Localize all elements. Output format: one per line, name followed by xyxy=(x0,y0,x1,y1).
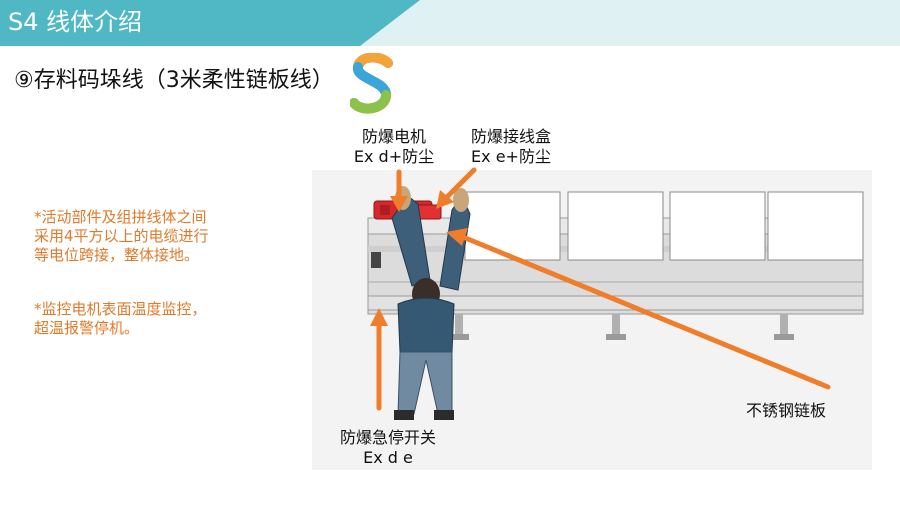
callout-motor: 防爆电机 Ex d+防尘 xyxy=(339,127,449,167)
worker-figure xyxy=(391,186,471,420)
note-line: *监控电机表面温度监控， xyxy=(34,300,207,318)
callout-junction-box: 防爆接线盒 Ex e+防尘 xyxy=(456,127,566,167)
carton-box xyxy=(767,191,864,261)
callout-rating: Ex e+防尘 xyxy=(471,147,551,166)
note-equipotential: *活动部件及组拼线体之间 采用4平方以上的电缆进行 等电位跨接，整体接地。 xyxy=(34,208,274,265)
note-line: 等电位跨接，整体接地。 xyxy=(34,246,200,264)
slide-subtitle: ⑨存料码垛线（3米柔性链板线） xyxy=(14,68,334,93)
callout-rating: Ex d e xyxy=(363,448,413,467)
callout-emergency-stop: 防爆急停开关 Ex d e xyxy=(328,428,448,468)
carton-box xyxy=(669,191,766,261)
note-temperature: *监控电机表面温度监控， 超温报警停机。 xyxy=(34,300,274,338)
callout-chain-plate: 不锈钢链板 xyxy=(746,401,876,421)
carton-box xyxy=(464,191,561,261)
rainbow-s-logo-icon xyxy=(350,53,393,114)
note-line: 采用4平方以上的电缆进行 xyxy=(34,227,209,245)
header-band xyxy=(0,0,900,46)
callout-title: 不锈钢链板 xyxy=(746,401,827,420)
note-line: 超温报警停机。 xyxy=(34,319,140,337)
emergency-stop-icon xyxy=(371,252,381,268)
carton-box xyxy=(567,191,664,261)
callout-title: 防爆急停开关 xyxy=(339,428,436,447)
note-line: *活动部件及组拼线体之间 xyxy=(34,208,207,226)
callout-title: 防爆电机 xyxy=(361,127,426,146)
slide-title: S4 线体介绍 xyxy=(8,8,143,36)
callout-title: 防爆接线盒 xyxy=(470,127,551,146)
callout-rating: Ex d+防尘 xyxy=(353,147,435,166)
